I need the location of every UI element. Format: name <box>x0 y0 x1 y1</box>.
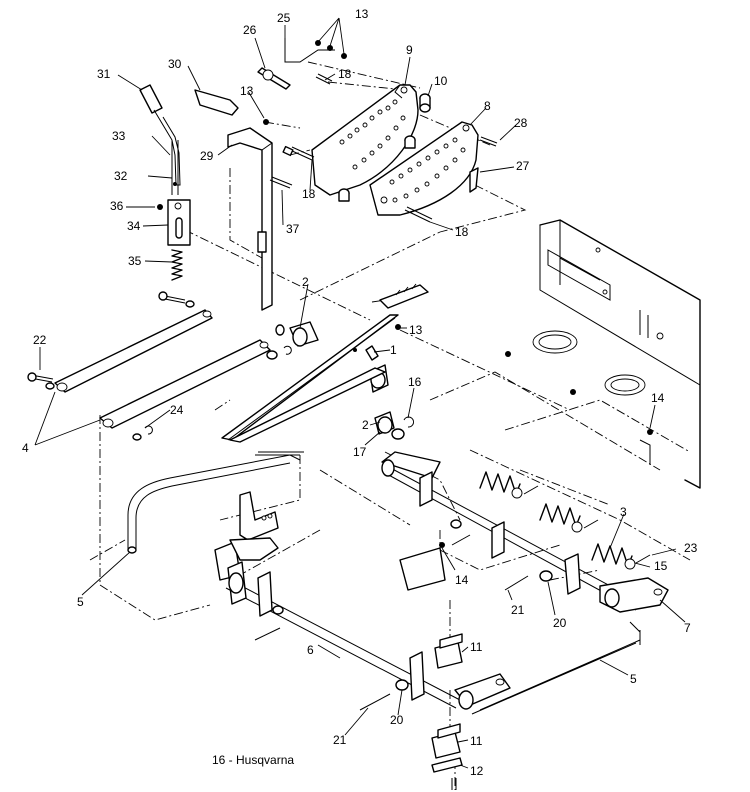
control-rod-assembly <box>257 38 347 125</box>
callout-25: 25 <box>277 11 291 25</box>
callout-20: 20 <box>390 713 404 727</box>
rod-32 <box>171 140 179 195</box>
callout-32: 32 <box>114 169 128 183</box>
rails <box>221 283 429 456</box>
callout-18: 18 <box>338 67 352 81</box>
callout-13: 13 <box>409 323 423 337</box>
callout-21: 21 <box>511 603 525 617</box>
callout-28: 28 <box>514 116 528 130</box>
callout-5: 5 <box>630 672 637 686</box>
callout-36: 36 <box>110 199 124 213</box>
springs-3 <box>479 471 651 570</box>
washers-and-pins <box>439 351 653 591</box>
callout-18: 18 <box>302 187 316 201</box>
callout-30: 30 <box>168 57 182 71</box>
callout-15: 15 <box>654 559 668 573</box>
callout-6: 6 <box>307 643 314 657</box>
quadrant-plate-9 <box>311 84 419 196</box>
callout-20: 20 <box>553 616 567 630</box>
bracket-left-lower <box>214 491 446 591</box>
callout-21: 21 <box>333 733 347 747</box>
callout-26: 26 <box>243 23 257 37</box>
link-arms-4 <box>27 309 292 441</box>
callout-35: 35 <box>128 254 142 268</box>
figure-caption: 16 - Husqvarna <box>212 753 294 767</box>
quadrant-plate-8 <box>369 121 479 216</box>
bracket-34 <box>167 199 191 246</box>
callout-33: 33 <box>112 129 126 143</box>
callout-24: 24 <box>170 403 184 417</box>
bracket-29 <box>227 127 293 311</box>
callout-8: 8 <box>484 99 491 113</box>
spacer-10 <box>419 93 431 113</box>
callout-2: 2 <box>302 275 309 289</box>
callout-13: 13 <box>355 7 369 21</box>
callout-37: 37 <box>286 222 300 236</box>
callout-14: 14 <box>651 391 665 405</box>
callout-16: 16 <box>408 375 422 389</box>
callout-23: 23 <box>684 541 698 555</box>
handle-31 <box>139 84 181 186</box>
spacers-and-bolts <box>282 135 498 223</box>
callout-31: 31 <box>97 67 111 81</box>
knob-30 <box>194 89 239 116</box>
rockshaft-6 <box>225 561 511 711</box>
callout-18: 18 <box>455 225 469 239</box>
pedal-shaft <box>381 451 669 613</box>
callout-11: 11 <box>470 640 483 654</box>
callout-14: 14 <box>455 573 469 587</box>
callout-22: 22 <box>33 333 47 347</box>
callout-13: 13 <box>240 84 254 98</box>
callout-7: 7 <box>684 621 691 635</box>
bolts-left <box>157 204 195 308</box>
leader-lines <box>34 17 686 769</box>
callout-4: 4 <box>22 441 29 455</box>
callout-labels: 13 25 26 18 9 10 13 30 31 8 28 33 29 32 … <box>22 7 698 778</box>
callout-5: 5 <box>77 595 84 609</box>
callout-29: 29 <box>200 149 214 163</box>
callout-3: 3 <box>620 505 627 519</box>
callout-34: 34 <box>127 219 141 233</box>
callout-27: 27 <box>516 159 530 173</box>
frame <box>532 219 701 489</box>
blocks-11-12 <box>431 633 463 790</box>
spring-35 <box>171 249 183 281</box>
callout-1: 1 <box>390 343 397 357</box>
rod-5 <box>127 454 641 715</box>
callout-12: 12 <box>470 764 484 778</box>
callout-9: 9 <box>406 43 413 57</box>
callout-10: 10 <box>434 74 448 88</box>
callout-2: 2 <box>362 418 369 432</box>
callout-11: 11 <box>470 734 483 748</box>
callout-17: 17 <box>353 445 367 459</box>
bushings <box>275 321 415 440</box>
